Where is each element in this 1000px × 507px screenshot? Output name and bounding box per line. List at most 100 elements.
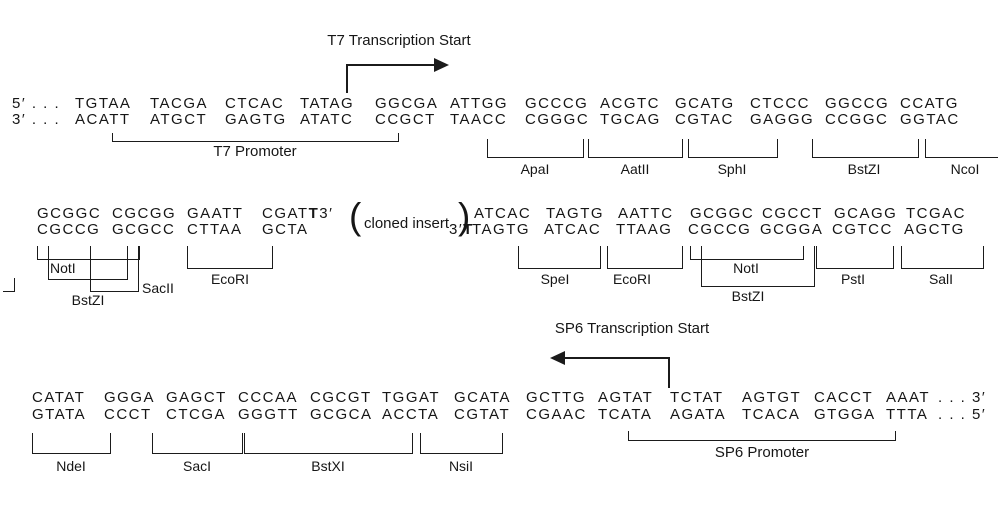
bracket-line — [518, 268, 602, 270]
enzyme-label-noti: NotI — [50, 260, 76, 276]
bracket-line — [37, 246, 39, 261]
continuation-hook-line — [3, 291, 15, 293]
dna-sequence-group: TTAAG — [616, 221, 673, 238]
dna-sequence-group: ATTGG — [450, 95, 509, 112]
dna-sequence-group: CGCCT — [762, 205, 823, 222]
dna-sequence-group: TGCAG — [600, 111, 661, 128]
dna-sequence-group: CCGGC — [825, 111, 889, 128]
cloned-insert-label: cloned insert — [364, 215, 450, 232]
bracket-line — [90, 246, 92, 293]
dna-sequence-group: GGGTT — [238, 406, 299, 423]
bracket-line — [901, 268, 985, 270]
dna-sequence-group: GCAGG — [834, 205, 898, 222]
enzyme-label-bstzi: BstZI — [731, 288, 765, 304]
dna-sequence-group: CGCCG — [688, 221, 752, 238]
row3-top-suffix: . . . 3′ — [938, 389, 987, 406]
sp6-promoter-label: SP6 Promoter — [714, 444, 810, 461]
bracket-line — [487, 157, 585, 159]
dna-sequence-group: TGGAT — [382, 389, 441, 406]
enzyme-label-aatii: AatII — [620, 161, 650, 177]
dna-sequence-group: CACCT — [814, 389, 874, 406]
bracket-line — [487, 139, 489, 159]
dna-sequence-group: GAGTG — [225, 111, 287, 128]
sp6-arrow-line — [668, 357, 670, 388]
bracket-line — [518, 246, 520, 270]
sp6-arrow-head-icon — [550, 351, 565, 365]
dna-sequence-group: ATATC — [300, 111, 354, 128]
enzyme-label-bstzi: BstZI — [847, 161, 881, 177]
bracket-line — [152, 433, 154, 455]
bracket-line — [32, 453, 112, 455]
dna-sequence-group: TCATA — [598, 406, 653, 423]
bracket-line — [628, 431, 630, 442]
dna-sequence-group: GAATT — [187, 205, 244, 222]
dna-sequence-group: CTCCC — [750, 95, 810, 112]
dna-sequence-group: GCGCA — [310, 406, 373, 423]
bracket-line — [110, 433, 112, 455]
bracket-line — [901, 246, 903, 270]
enzyme-label-ecori: EcoRI — [210, 271, 250, 287]
bracket-line — [112, 141, 400, 143]
bracket-line — [893, 246, 895, 270]
dna-sequence-group: GCTTG — [526, 389, 586, 406]
bracket-line — [502, 433, 504, 455]
bracket-line — [690, 259, 805, 261]
row2-right-bottom-prefix: 3′T — [449, 221, 474, 238]
dna-sequence-group: GCATA — [454, 389, 511, 406]
bracket-line — [420, 453, 504, 455]
enzyme-label-sphi: SphI — [717, 161, 747, 177]
bracket-line — [398, 133, 400, 143]
dna-sequence-group: GCCCG — [525, 95, 589, 112]
dna-sequence-group: CATAT — [32, 389, 86, 406]
bracket-line — [803, 246, 805, 261]
enzyme-label-bstzi: BstZI — [71, 292, 105, 308]
dna-sequence-group: ATCAC — [544, 221, 602, 238]
cloned-insert-open-paren: ( — [349, 196, 362, 237]
bracket-line — [983, 246, 985, 270]
dna-sequence-group: GCGCC — [112, 221, 176, 238]
dna-sequence-group: CTCAC — [225, 95, 285, 112]
bracket-line — [607, 268, 684, 270]
bracket-line — [701, 246, 703, 288]
bracket-line — [187, 268, 274, 270]
bracket-line — [777, 139, 779, 159]
dna-sequence-group: CTTAA — [187, 221, 243, 238]
dna-sequence-group: TGTAA — [75, 95, 132, 112]
bracket-line — [814, 246, 816, 288]
enzyme-label-noti: NotI — [733, 260, 759, 276]
dna-sequence-group: AATTC — [618, 205, 674, 222]
enzyme-label-bstxi: BstXI — [311, 458, 345, 474]
dna-sequence-group: TATAG — [300, 95, 355, 112]
bracket-line — [918, 139, 920, 159]
dna-sequence-group: AGCTG — [904, 221, 965, 238]
dna-sequence-group: CGTAT — [454, 406, 511, 423]
dna-sequence-group: GCTA — [262, 221, 309, 238]
dna-sequence-group: TTTA — [886, 406, 929, 423]
enzyme-label-nsii: NsiI — [448, 458, 474, 474]
dna-sequence-group: CGTAC — [675, 111, 734, 128]
dna-sequence-group: TAGTG — [546, 205, 605, 222]
dna-sequence-group: ATCAC — [474, 205, 532, 222]
bracket-line — [127, 246, 129, 281]
enzyme-label-spei: SpeI — [540, 271, 570, 287]
cloned-insert-close-paren: ) — [458, 196, 471, 237]
t7-arrow-head-icon — [434, 58, 449, 72]
sp6-transcription-start-label: SP6 Transcription Start — [554, 320, 710, 337]
bracket-line — [242, 433, 244, 455]
dna-sequence-group: ACATT — [75, 111, 131, 128]
enzyme-label-ndei: NdeI — [56, 458, 86, 474]
sp6-arrow-line — [564, 357, 670, 359]
dna-sequence-group: TCACA — [742, 406, 801, 423]
bracket-line — [690, 246, 692, 261]
enzyme-label-apai: ApaI — [520, 161, 550, 177]
dna-sequence-group: GAGGG — [750, 111, 815, 128]
t7-transcription-start-label: T7 Transcription Start — [327, 32, 471, 49]
dna-sequence-group: GGCCG — [825, 95, 890, 112]
dna-sequence-group: CGAAC — [526, 406, 587, 423]
dna-sequence-group: GAGCT — [166, 389, 227, 406]
dna-sequence-group: AGATA — [670, 406, 727, 423]
enzyme-label-sali: SalI — [928, 271, 954, 287]
bracket-line — [244, 453, 414, 455]
dna-sequence-group: CCGCT — [375, 111, 436, 128]
